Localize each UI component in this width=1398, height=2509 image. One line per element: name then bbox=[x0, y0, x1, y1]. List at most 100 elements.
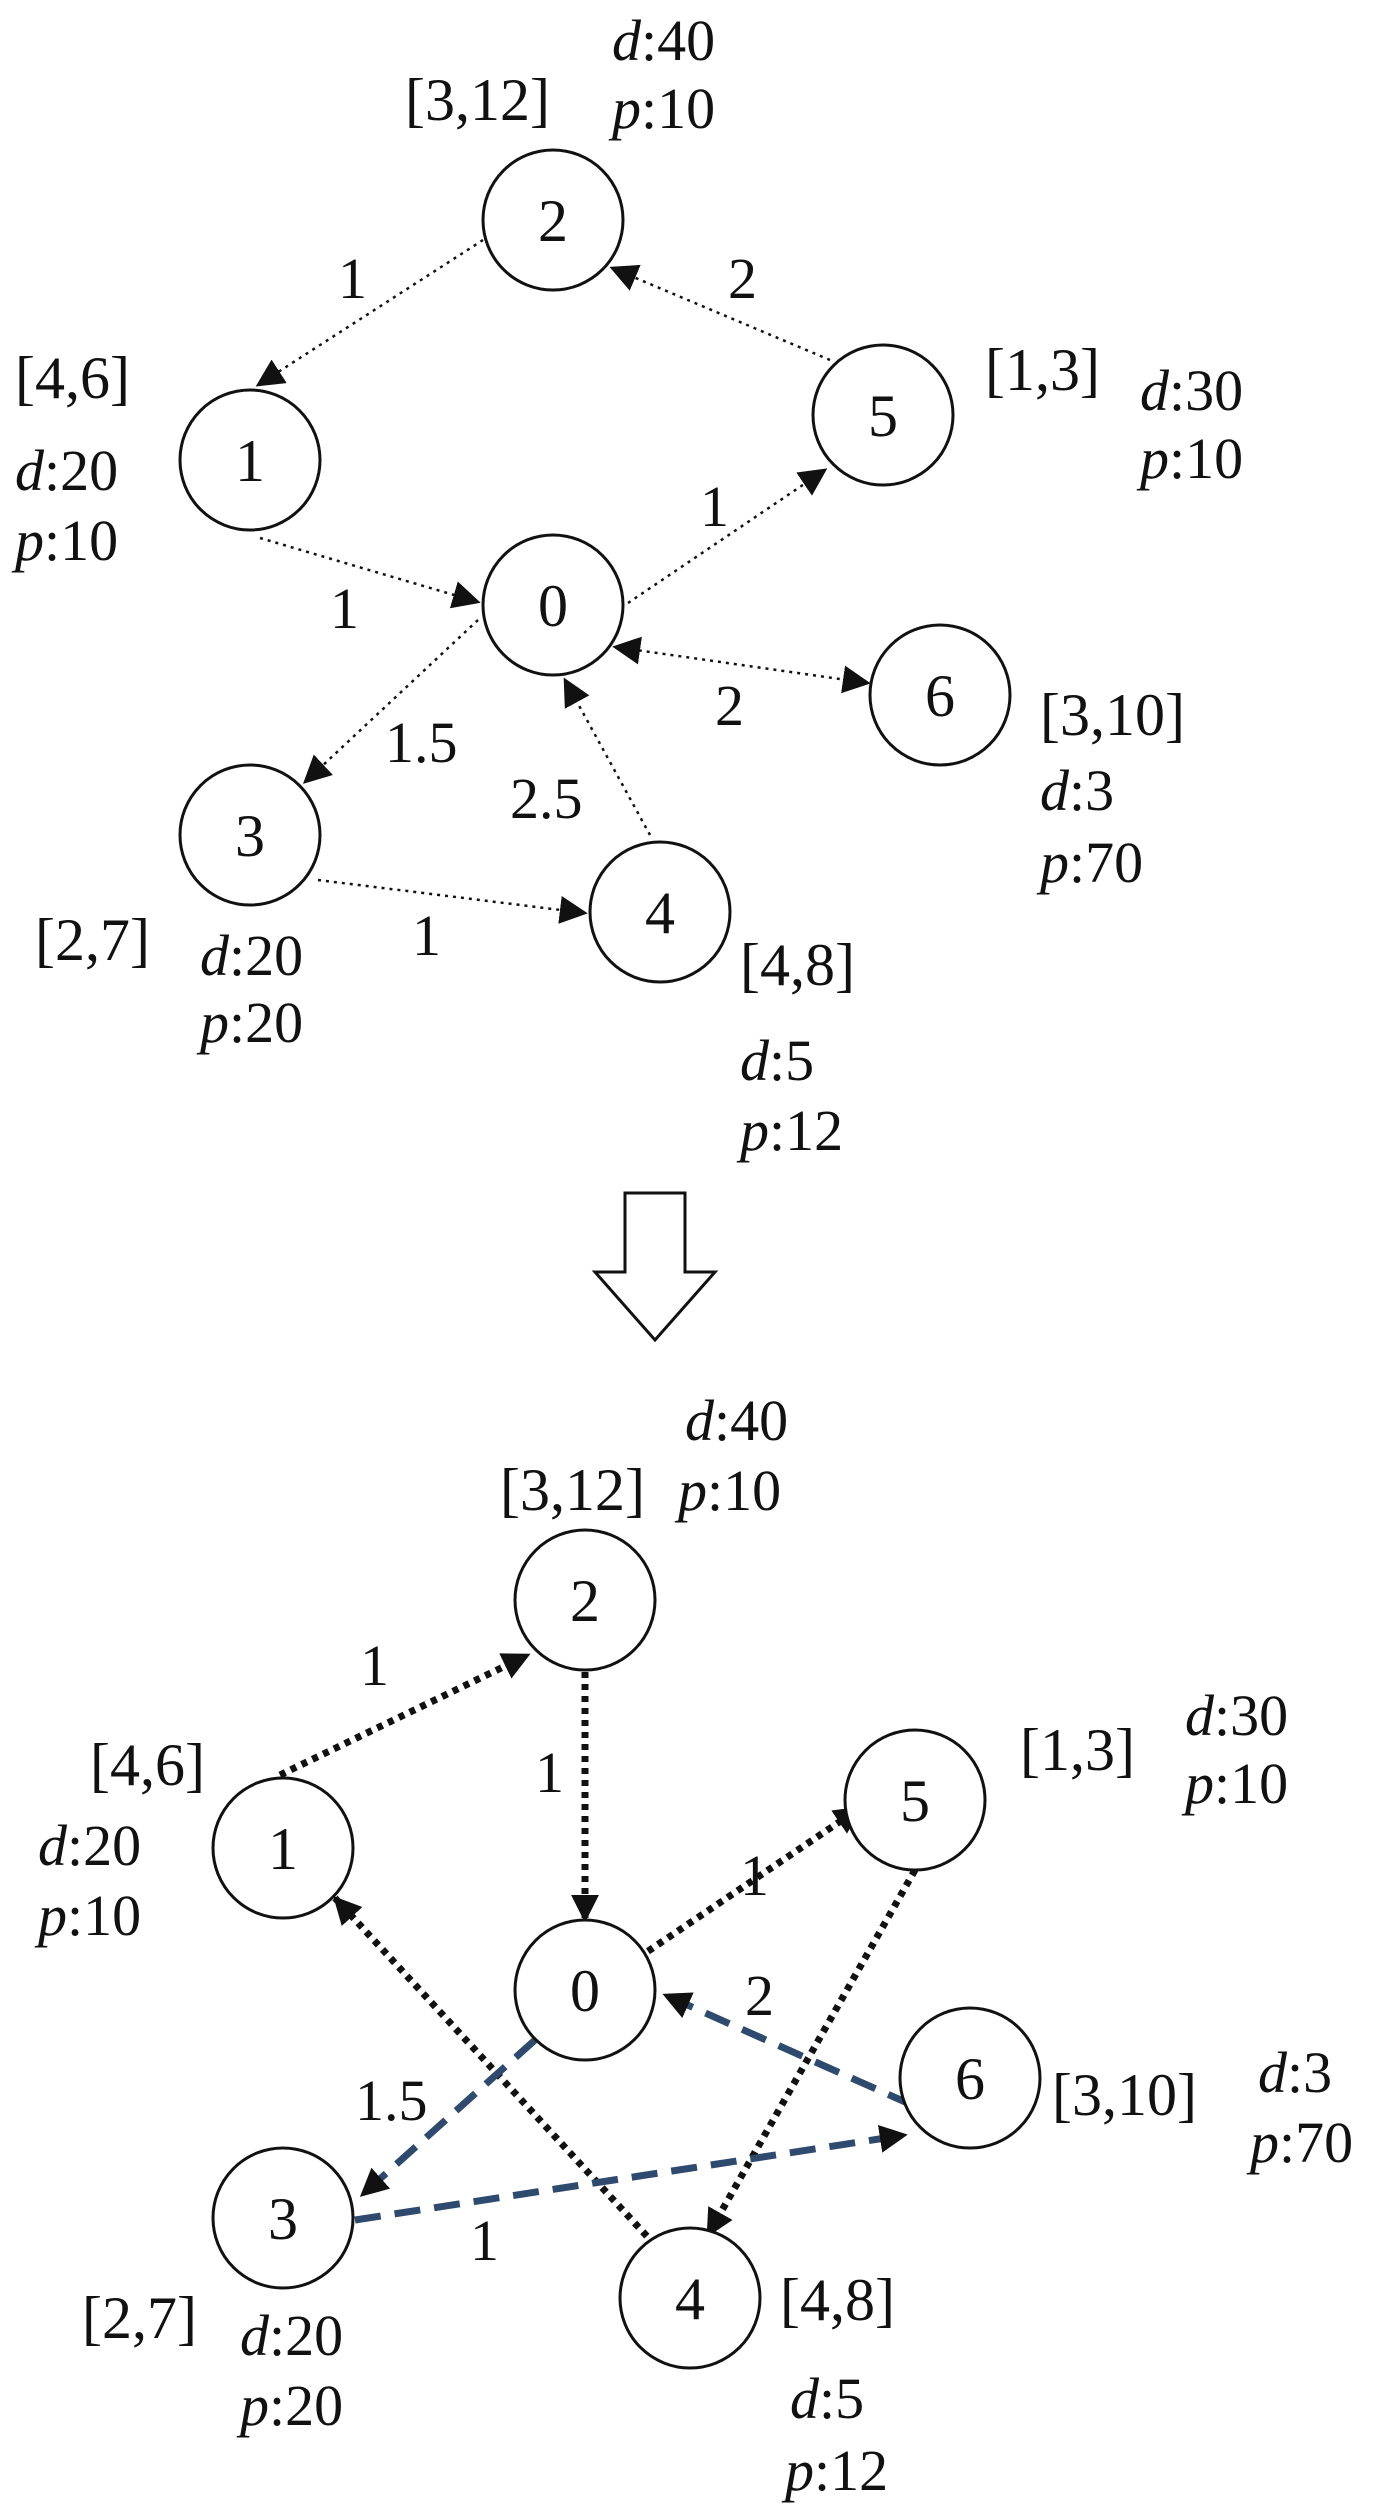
weight-0-6: 2 bbox=[715, 673, 744, 738]
bottom-node-2: 2 bbox=[513, 1528, 657, 1672]
time-window: [4,6] bbox=[90, 1732, 205, 1798]
profit: p:12 bbox=[781, 2438, 888, 2503]
edge-4-to-0 bbox=[563, 677, 652, 836]
time-window: [1,3] bbox=[1020, 1717, 1135, 1783]
bottom-dotted-edges bbox=[278, 1651, 919, 2248]
svg-text:2: 2 bbox=[538, 188, 568, 254]
svg-text:6: 6 bbox=[925, 663, 955, 729]
top-edge-weights: 1 2 1 1 2 1.5 2.5 1 bbox=[330, 246, 757, 968]
weight-0-3: 1.5 bbox=[385, 710, 458, 775]
bottom-dashed-edges bbox=[354, 1991, 914, 2224]
demand: d:5 bbox=[790, 2366, 864, 2431]
time-window: [3,10] bbox=[1052, 2062, 1197, 2128]
profit: p:70 bbox=[1036, 830, 1143, 895]
profit: p:10 bbox=[674, 1458, 781, 1523]
demand: d:20 bbox=[38, 1813, 141, 1878]
profit: p:20 bbox=[236, 2373, 343, 2438]
top-node-4-attrs: [4,8] d:5 p:12 bbox=[736, 932, 855, 1163]
profit: p:70 bbox=[1246, 2110, 1353, 2175]
top-edges bbox=[255, 238, 871, 924]
demand: d:5 bbox=[740, 1028, 814, 1093]
svg-text:0: 0 bbox=[538, 573, 568, 639]
profit: p:10 bbox=[11, 508, 118, 573]
edge-2-to-1 bbox=[255, 238, 484, 387]
weight-2-1: 1 bbox=[338, 246, 367, 311]
demand: d:20 bbox=[15, 438, 118, 503]
top-node-1-attrs: [4,6] d:20 p:10 bbox=[11, 345, 130, 573]
demand: d:40 bbox=[612, 8, 715, 73]
svg-text:0: 0 bbox=[570, 1958, 600, 2024]
edge-3-to-4 bbox=[317, 878, 588, 924]
demand: d:20 bbox=[240, 2303, 343, 2368]
edge-5-to-2 bbox=[609, 264, 831, 362]
weight-3-4: 1 bbox=[412, 903, 441, 968]
demand: d:3 bbox=[1040, 758, 1114, 823]
weight-0-3: 1.5 bbox=[355, 2068, 428, 2133]
bottom-node-6: 6 bbox=[898, 2006, 1042, 2150]
edge-0-to-5 bbox=[636, 1805, 863, 1961]
time-window: [2,7] bbox=[35, 907, 150, 973]
bottom-node-3-attrs: [2,7] d:20 p:20 bbox=[82, 2285, 343, 2438]
top-node-1: 1 bbox=[178, 388, 322, 532]
svg-text:6: 6 bbox=[955, 2046, 985, 2112]
edge-5-to-4 bbox=[704, 1868, 919, 2238]
profit: p:10 bbox=[608, 76, 715, 141]
svg-text:3: 3 bbox=[235, 803, 265, 869]
bottom-node-1-attrs: [4,6] d:20 p:10 bbox=[34, 1732, 205, 1948]
weight-5-2: 2 bbox=[728, 246, 757, 311]
top-node-3-attrs: [2,7] d:20 p:20 bbox=[35, 907, 303, 1055]
bottom-node-2-attrs: [3,12] d:40 p:10 bbox=[500, 1388, 788, 1523]
profit: p:10 bbox=[34, 1883, 141, 1948]
weight-1-2: 1 bbox=[360, 1633, 389, 1698]
bottom-node-5-attrs: [1,3] d:30 p:10 bbox=[1020, 1683, 1288, 1816]
weight-1-0: 1 bbox=[330, 576, 359, 641]
top-node-0: 0 bbox=[481, 533, 625, 677]
time-window: [3,10] bbox=[1040, 682, 1185, 748]
demand: d:30 bbox=[1140, 358, 1243, 423]
top-node-6-attrs: [3,10] d:3 p:70 bbox=[1036, 682, 1185, 895]
edge-1-to-2 bbox=[278, 1651, 531, 1779]
top-node-6: 6 bbox=[868, 623, 1012, 767]
svg-text:1: 1 bbox=[268, 1816, 298, 1882]
demand: d:3 bbox=[1258, 2040, 1332, 2105]
profit: p:10 bbox=[1181, 1751, 1288, 1816]
edge-3-to-6 bbox=[354, 2125, 908, 2224]
top-node-5: 5 bbox=[811, 343, 955, 487]
bottom-node-6-attrs: [3,10] d:3 p:70 bbox=[1052, 2040, 1353, 2175]
top-node-2-attrs: [3,12] d:40 p:10 bbox=[405, 8, 715, 141]
bottom-diagram: 1 1 1 1.5 1 2 0 1 2 3 4 5 bbox=[34, 1388, 1353, 2503]
profit: p:10 bbox=[1136, 426, 1243, 491]
time-window: [4,8] bbox=[740, 932, 855, 998]
svg-text:5: 5 bbox=[868, 383, 898, 449]
time-window: [4,6] bbox=[15, 345, 130, 411]
weight-2-0: 1 bbox=[535, 1740, 564, 1805]
top-node-3: 3 bbox=[178, 763, 322, 907]
weight-0-5: 1 bbox=[700, 474, 729, 539]
svg-text:1: 1 bbox=[235, 428, 265, 494]
demand: d:30 bbox=[1185, 1683, 1288, 1748]
time-window: [3,12] bbox=[405, 67, 550, 133]
time-window: [2,7] bbox=[82, 2285, 197, 2351]
bottom-edge-weights: 1 1 1 1.5 1 2 bbox=[355, 1633, 774, 2273]
demand: d:20 bbox=[200, 923, 303, 988]
weight-6-0: 2 bbox=[745, 1963, 774, 2028]
svg-text:2: 2 bbox=[570, 1568, 600, 1634]
profit: p:20 bbox=[196, 990, 303, 1055]
edge-1-to-0 bbox=[259, 536, 481, 609]
svg-text:3: 3 bbox=[268, 2186, 298, 2252]
top-node-5-attrs: [1,3] d:30 p:10 bbox=[985, 337, 1243, 491]
edge-6-to-0 bbox=[662, 1991, 914, 2109]
weight-4-0: 2.5 bbox=[510, 766, 583, 831]
top-node-4: 4 bbox=[588, 840, 732, 984]
svg-text:4: 4 bbox=[675, 2266, 705, 2332]
weight-3-6: 1 bbox=[470, 2208, 499, 2273]
transform-arrow-icon bbox=[591, 1191, 719, 1343]
time-window: [3,12] bbox=[500, 1457, 645, 1523]
bottom-node-4: 4 bbox=[618, 2226, 762, 2370]
time-window: [4,8] bbox=[780, 2267, 895, 2333]
bottom-node-4-attrs: [4,8] d:5 p:12 bbox=[780, 2267, 895, 2503]
bottom-node-1: 1 bbox=[211, 1776, 355, 1920]
demand: d:40 bbox=[685, 1388, 788, 1453]
svg-text:4: 4 bbox=[645, 880, 675, 946]
